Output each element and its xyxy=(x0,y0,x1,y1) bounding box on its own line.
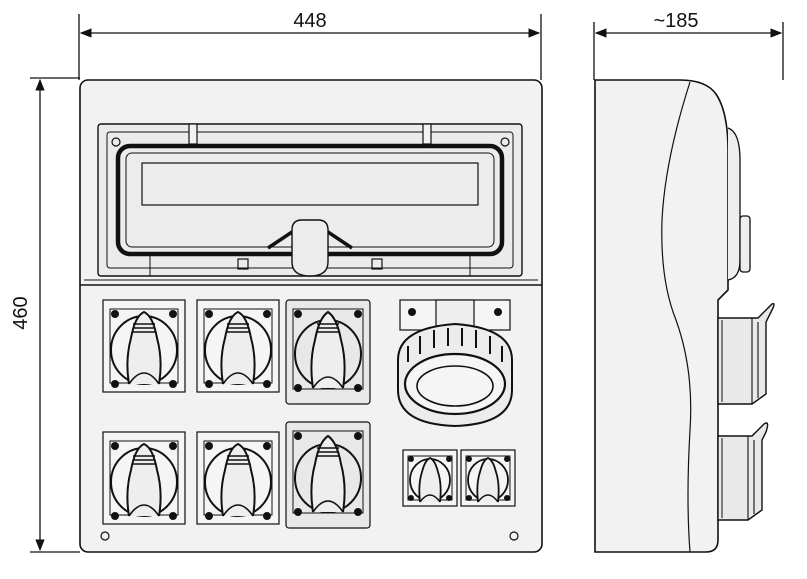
latch-handle xyxy=(291,219,329,277)
screw-icon xyxy=(111,137,121,147)
front-view xyxy=(79,79,543,553)
height-dimension: 460 xyxy=(10,77,80,553)
socket-large xyxy=(285,421,371,529)
socket-large xyxy=(196,431,280,525)
side-housing-outline xyxy=(594,79,729,553)
depth-label: ~185 xyxy=(653,10,698,32)
socket-small xyxy=(460,449,516,507)
socket-large xyxy=(285,299,371,405)
screw-icon xyxy=(509,531,519,541)
height-label: 460 xyxy=(10,296,32,329)
side-view xyxy=(594,79,775,553)
side-socket-upper xyxy=(717,302,775,405)
screw-icon xyxy=(500,137,510,147)
width-dimension: 448 xyxy=(78,10,542,80)
side-latch-knob xyxy=(739,215,751,273)
socket-large xyxy=(196,299,280,393)
depth-dimension: ~185 xyxy=(593,10,784,80)
width-label: 448 xyxy=(293,10,326,32)
breaker-window xyxy=(97,123,523,277)
socket-large xyxy=(102,431,186,525)
socket-small xyxy=(402,449,458,507)
screw-icon xyxy=(100,531,110,541)
socket-cee-large xyxy=(397,299,513,428)
socket-large xyxy=(102,299,186,393)
side-socket-lower xyxy=(717,422,769,521)
